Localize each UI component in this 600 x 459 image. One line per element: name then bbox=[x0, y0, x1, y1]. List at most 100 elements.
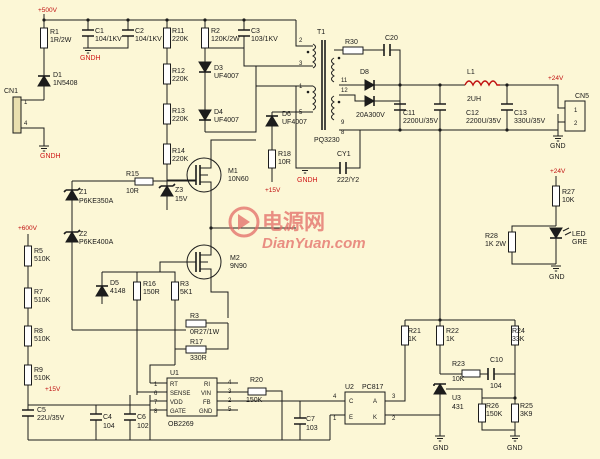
resistor-r1: R1 1R/2W bbox=[40, 20, 72, 66]
capacitor-c5: C5 22U/35V bbox=[22, 405, 65, 440]
c6-value: 102 bbox=[137, 423, 149, 430]
r27-value: 10K bbox=[562, 197, 575, 204]
cn1-pin-4: 4 bbox=[24, 121, 28, 127]
r25-ref: R25 bbox=[520, 403, 533, 410]
capacitor-c20: C20 bbox=[383, 35, 401, 78]
c3-ref: C3 bbox=[251, 28, 260, 35]
r22-value: 1K bbox=[446, 336, 455, 343]
rail-label-24v-out: +24V bbox=[548, 75, 564, 82]
r17-ref: R17 bbox=[190, 339, 203, 346]
z1-ref: Z1 bbox=[79, 189, 87, 196]
plug-logo-icon bbox=[238, 214, 250, 230]
d3-ref: D3 bbox=[214, 65, 223, 72]
resistor-r18: R18 10R +15V bbox=[265, 149, 291, 194]
z3-value: 15V bbox=[175, 196, 188, 203]
watermark-cn: 电源网 bbox=[262, 211, 325, 234]
m1-value: 10N60 bbox=[228, 176, 249, 183]
gndh-t1-label: GNDH bbox=[297, 177, 318, 184]
r27-ref: R27 bbox=[562, 189, 575, 196]
d5-ref: D5 bbox=[110, 280, 119, 287]
r13-ref: R13 bbox=[172, 108, 185, 115]
cn1-ref: CN1 bbox=[4, 88, 18, 95]
cy1-ref: CY1 bbox=[337, 151, 351, 158]
r25-value: 3K9 bbox=[520, 411, 533, 418]
r14-ref: R14 bbox=[172, 148, 185, 155]
t1-pin-5: 5 bbox=[299, 110, 303, 116]
c1-value: 104/1KV bbox=[95, 36, 122, 43]
inductor-l1: L1 2UH bbox=[464, 69, 500, 103]
u1-pin-gnd: GND bbox=[199, 409, 213, 415]
connector-cn5: +24V CN5 1 2 GND bbox=[548, 75, 589, 150]
r15-ref: R15 bbox=[126, 171, 139, 178]
r11-value: 220K bbox=[172, 36, 189, 43]
c6-ref: C6 bbox=[137, 414, 146, 421]
d5-value: 4148 bbox=[110, 288, 126, 295]
resistor-r3-sense: R3 0R27/1W bbox=[72, 313, 228, 336]
capacitor-c13: C13 330U/35V bbox=[501, 85, 545, 130]
c2-ref: C2 bbox=[135, 28, 144, 35]
capacitor-c11: C11 2200U/35V bbox=[394, 103, 438, 130]
r13-value: 220K bbox=[172, 116, 189, 123]
gnd-led-label: GND bbox=[549, 274, 565, 281]
d6-ref: D6 bbox=[282, 111, 291, 118]
r1-value: 1R/2W bbox=[50, 37, 72, 44]
u2-num-3: 3 bbox=[392, 394, 396, 400]
z1-value: P6KE350A bbox=[79, 198, 114, 205]
feedback-network: R21 1K R22 1K R24 33K R23 10K C10 104 bbox=[401, 130, 525, 400]
t1-ref: T1 bbox=[317, 29, 325, 36]
r8-value: 510K bbox=[34, 336, 51, 343]
r21-ref: R21 bbox=[408, 328, 421, 335]
u1-pin-vin: VIN bbox=[201, 391, 211, 397]
diode-d5: D5 4148 bbox=[95, 271, 176, 304]
transformer-t1: T1 PQ3230 2 3 1 5 11 12 9 8 bbox=[205, 20, 348, 144]
c5-ref: C5 bbox=[37, 407, 46, 414]
r9-value: 510K bbox=[34, 375, 51, 382]
led-indicator: +24V R27 10K LED GRE R28 1K 2W GND bbox=[485, 168, 588, 281]
gndh-c1-label: GNDH bbox=[80, 55, 101, 62]
r3b-value: 0R27/1W bbox=[190, 329, 220, 336]
hv-sense-string: +600V R5 510K R7 510K R8 510K R9 510K +1… bbox=[18, 225, 61, 405]
m2-value: 9N90 bbox=[230, 263, 247, 270]
r3b-ref: R3 bbox=[190, 313, 199, 320]
r7-ref: R7 bbox=[34, 289, 43, 296]
r9-ref: R9 bbox=[34, 367, 43, 374]
resistor-r26: R26 150K bbox=[478, 398, 515, 431]
capacitor-c7: C7 103 bbox=[294, 401, 318, 440]
t1-pin-8: 8 bbox=[341, 130, 345, 136]
t1-part: PQ3230 bbox=[314, 137, 340, 144]
r5-ref: R5 bbox=[34, 248, 43, 255]
rail-label-15v-low: +15V bbox=[45, 386, 61, 393]
zener-z1: Z1 P6KE350A bbox=[63, 181, 114, 232]
z2-value: P6KE400A bbox=[79, 239, 114, 246]
r12-ref: R12 bbox=[172, 68, 185, 75]
capacitor-c1: C1 104/1KV GNDH bbox=[80, 20, 122, 62]
c11-value: 2200U/35V bbox=[403, 118, 438, 125]
u2-part: PC817 bbox=[362, 384, 384, 391]
t1-pin-1: 1 bbox=[299, 84, 303, 90]
r3-ref: R3 bbox=[180, 281, 189, 288]
c20-ref: C20 bbox=[385, 35, 398, 42]
c7-value: 103 bbox=[306, 425, 318, 432]
watermark-en: DianYuan.com bbox=[262, 235, 366, 252]
c1-ref: C1 bbox=[95, 28, 104, 35]
u1-pin-vdd: VDD bbox=[170, 400, 183, 406]
c5-value: 22U/35V bbox=[37, 415, 65, 422]
u3-value: 431 bbox=[452, 404, 464, 411]
u1-num-8: 8 bbox=[154, 409, 158, 415]
r11-ref: R11 bbox=[172, 28, 184, 35]
u1-num-7: 7 bbox=[154, 400, 158, 406]
diode-d4: D4 UF4007 bbox=[198, 109, 239, 132]
d8-ref: D8 bbox=[360, 69, 369, 76]
z2-ref: Z2 bbox=[79, 231, 87, 238]
rail-label-500v: +500V bbox=[38, 7, 58, 14]
r16-ref: R16 bbox=[143, 281, 156, 288]
t1-ground-cy1: GNDH CY1 222/Y2 bbox=[295, 120, 361, 184]
r16-value: 150R bbox=[143, 289, 160, 296]
watermark: 电源网 DianYuan.com bbox=[228, 206, 366, 252]
u1-pin-fb: FB bbox=[203, 400, 211, 406]
cn5-pin-2: 2 bbox=[574, 121, 578, 127]
r26-value: 150K bbox=[486, 411, 503, 418]
r26-ref: R26 bbox=[486, 403, 499, 410]
hv-rail-top: +500V bbox=[38, 7, 296, 22]
